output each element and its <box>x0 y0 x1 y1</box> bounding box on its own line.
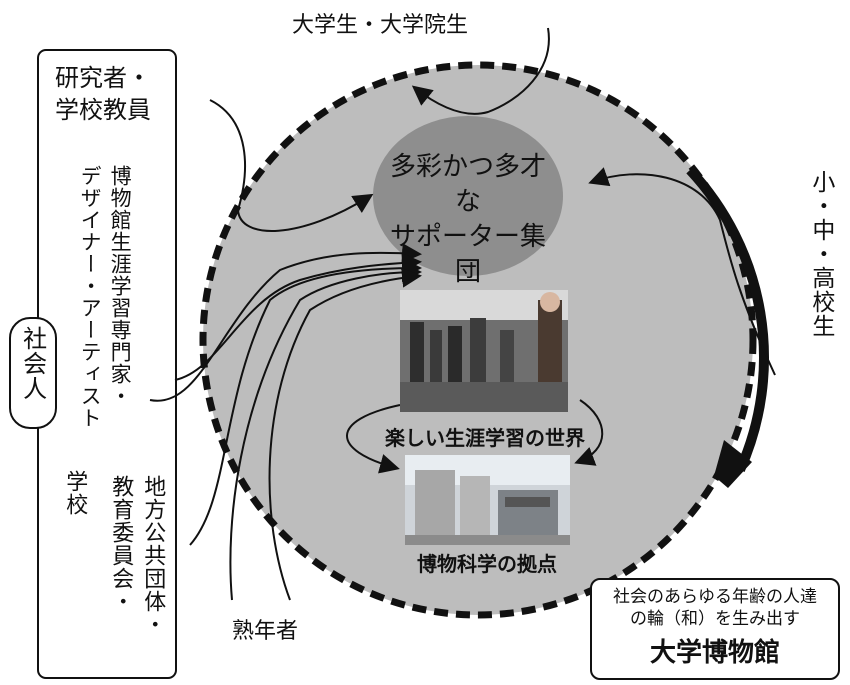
supporters-oval <box>373 116 563 276</box>
museum-base-caption: 博物科学の拠点 <box>417 552 557 576</box>
arrow-k12-students <box>588 167 776 376</box>
supporters-text: 多彩かつ多才な サポーター集団 <box>389 152 546 288</box>
label-education-board: 教育委員会・ <box>108 475 134 613</box>
arrow-university-students <box>411 27 550 115</box>
label-researchers: 研究者・ 学校教員 <box>55 64 151 125</box>
arrow-seniors <box>229 262 422 601</box>
title-box: 社会のあらゆる年齢の人達 の輪（和）を生み出す 大学博物館 <box>590 578 840 680</box>
arrow-designers <box>174 252 422 381</box>
arrow-local-government <box>189 258 422 546</box>
learning-loop-right <box>574 399 604 466</box>
museum-building-photo <box>405 455 570 545</box>
label-museum-experts: 博物館生涯学習専門家・ <box>108 165 133 407</box>
arrow-seniors-2 <box>268 267 422 601</box>
arrow-museum-experts <box>149 243 422 402</box>
label-schools: 学校 <box>62 470 88 516</box>
label-local-government: 地方公共団体・ <box>140 475 166 636</box>
label-university-students: 大学生・大学院生 <box>292 13 469 38</box>
title-subtext: 社会のあらゆる年齢の人達 の輪（和）を生み出す <box>613 587 817 630</box>
label-working-adults: 社会人 <box>18 326 47 401</box>
label-designers-artists: デザイナー・アーティスト <box>78 165 103 429</box>
title-main: 大学博物館 <box>649 638 780 669</box>
cycle-arrowhead <box>714 440 752 488</box>
label-seniors: 熟年者 <box>232 619 299 644</box>
learning-world-caption: 楽しい生涯学習の世界 <box>385 426 585 450</box>
learning-loop-left <box>346 404 401 474</box>
arrow-researchers <box>209 99 374 232</box>
working-adults-bubble <box>9 317 57 429</box>
cycle-arc <box>686 166 769 473</box>
label-k12-students: 小・中・高校生 <box>807 170 834 338</box>
classroom-photo <box>400 290 568 412</box>
